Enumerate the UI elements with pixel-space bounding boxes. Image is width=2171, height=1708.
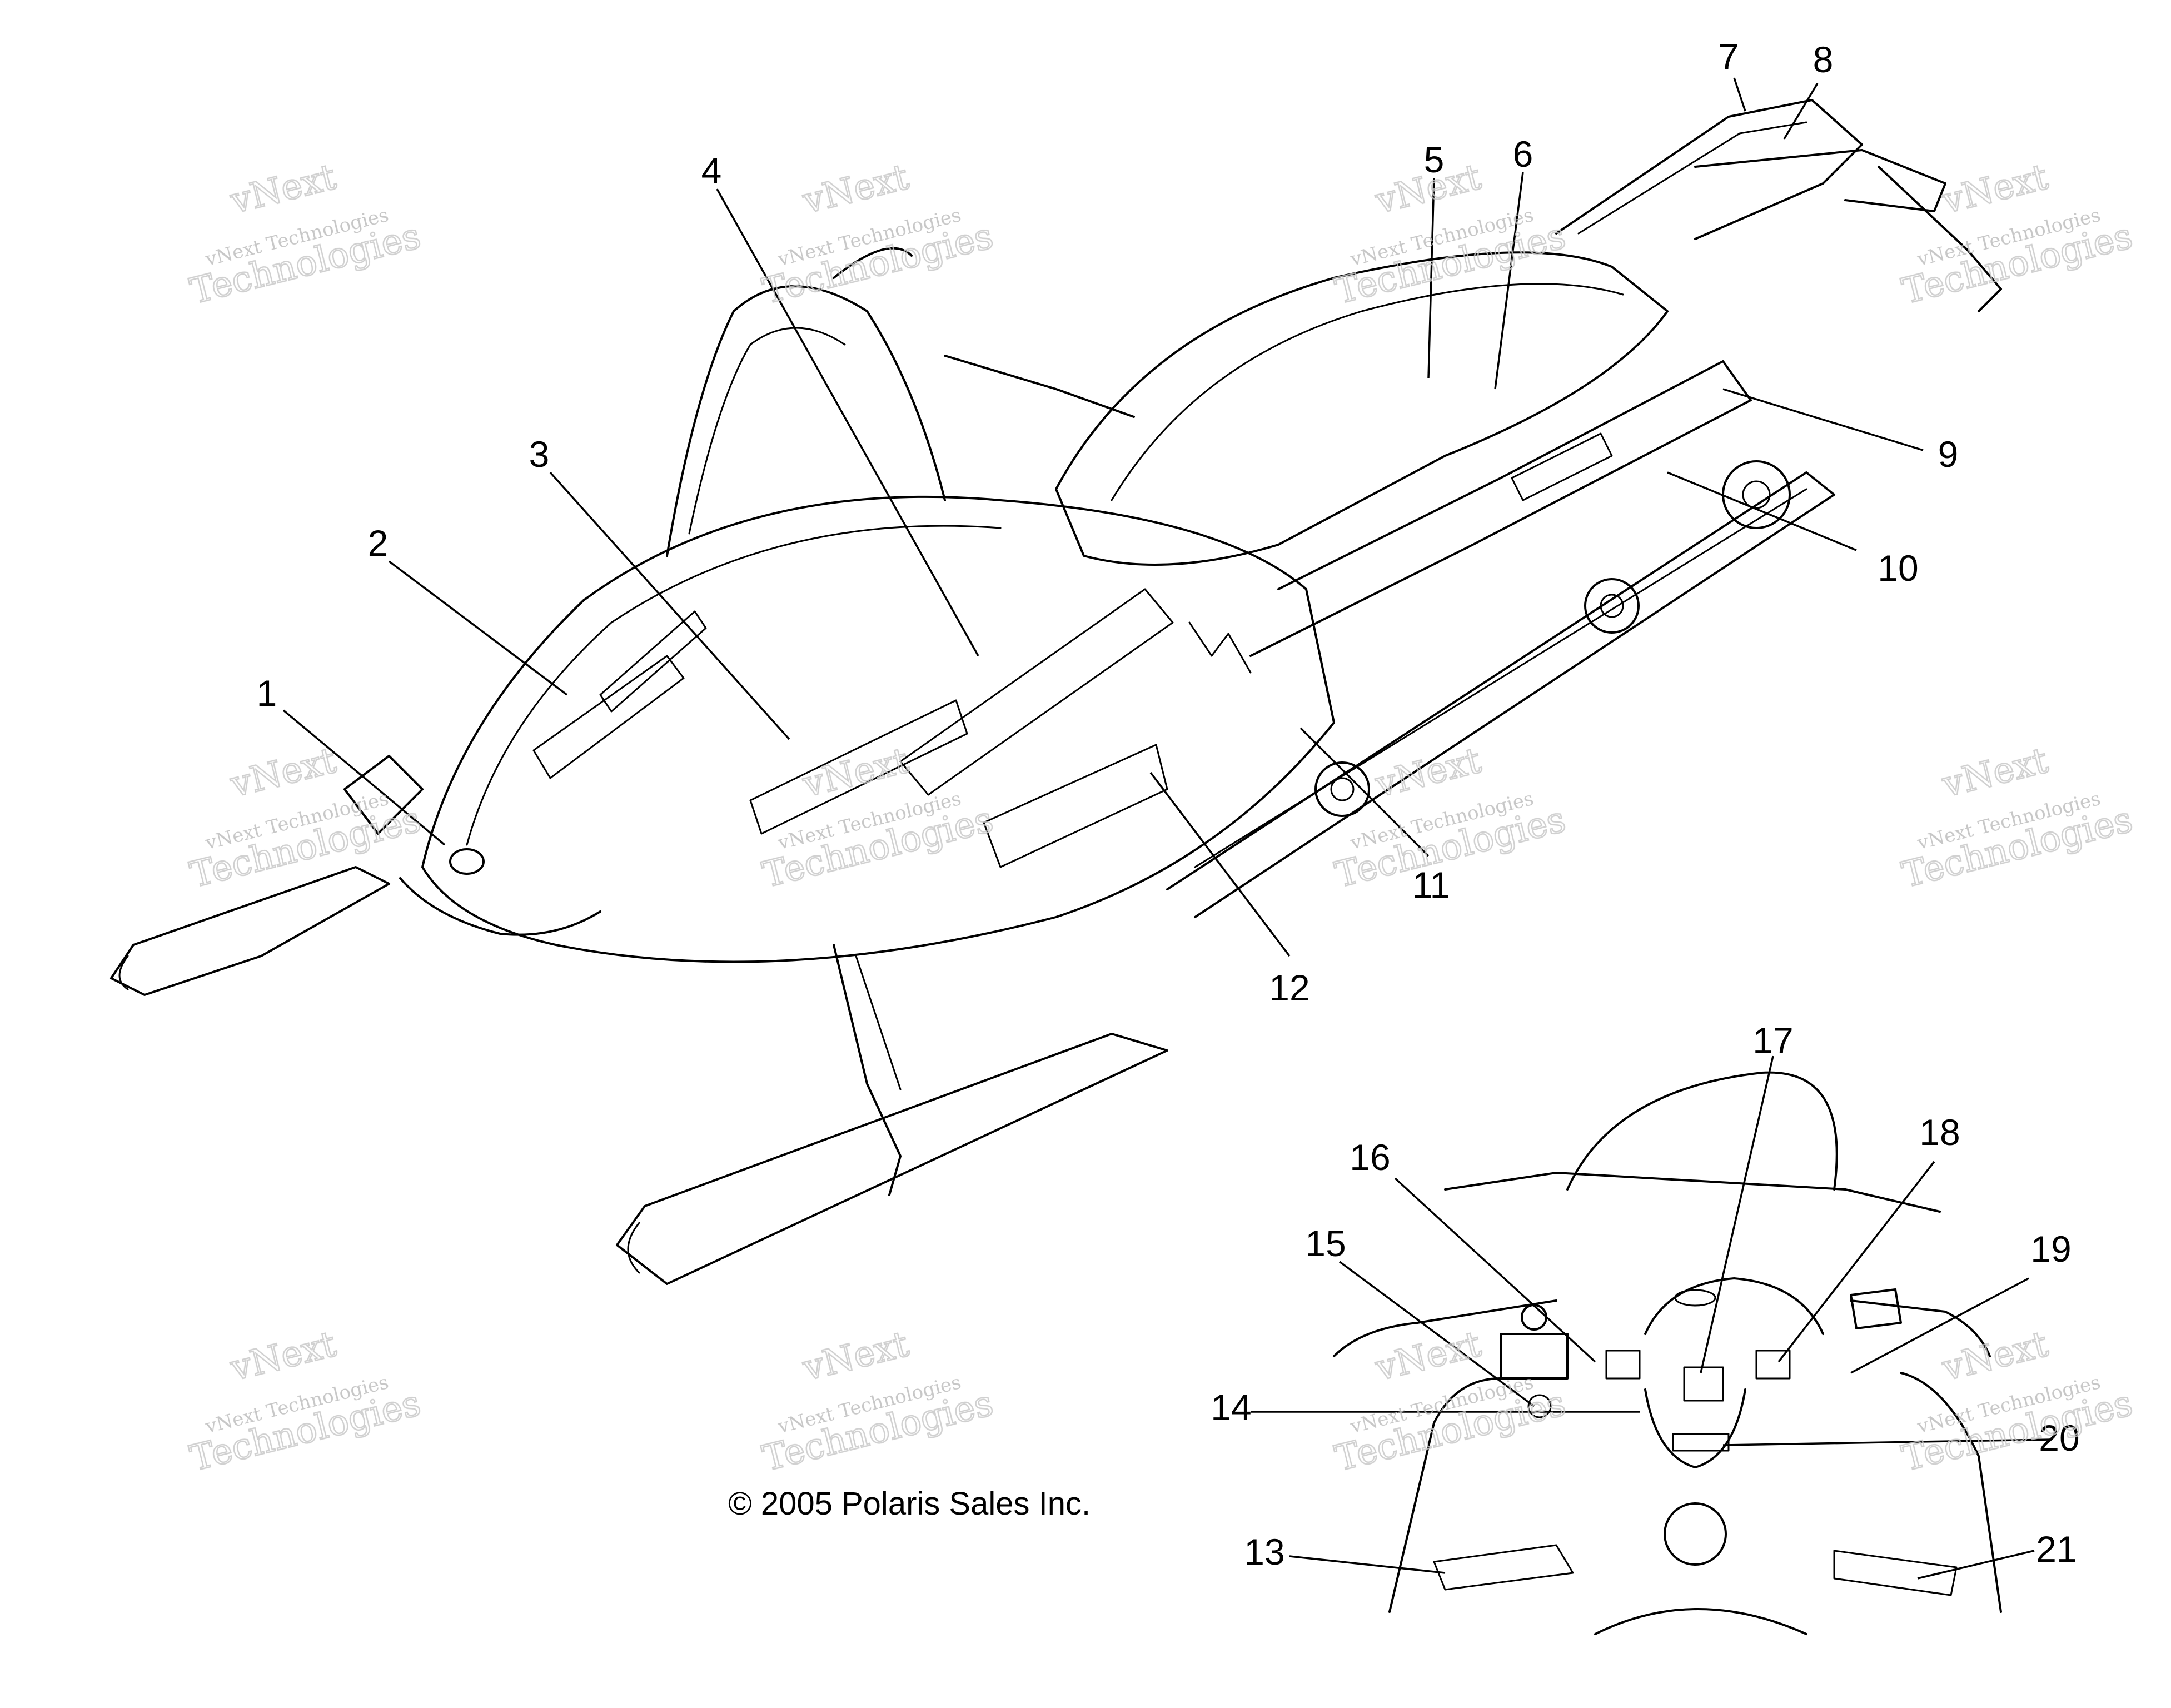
watermark-top: vNext bbox=[1371, 1323, 1485, 1390]
callout-11: 11 bbox=[1412, 864, 1451, 905]
watermark-top: vNext bbox=[1938, 1323, 2052, 1390]
callout-5: 5 bbox=[1424, 139, 1445, 180]
callout-8: 8 bbox=[1813, 39, 1834, 80]
callout-4: 4 bbox=[701, 150, 722, 191]
callout-6: 6 bbox=[1513, 133, 1533, 175]
callout-12: 12 bbox=[1269, 967, 1309, 1008]
watermark-top: vNext bbox=[226, 740, 340, 806]
callout-7: 7 bbox=[1719, 36, 1739, 77]
watermark-top: vNext bbox=[226, 1323, 340, 1390]
watermark-top: vNext bbox=[1371, 740, 1485, 806]
callout-16: 16 bbox=[1350, 1137, 1390, 1178]
watermark-top: vNext bbox=[799, 156, 913, 222]
copyright-text: © 2005 Polaris Sales Inc. bbox=[728, 1486, 1091, 1522]
callout-numbers: 1 2 3 4 5 6 7 8 9 10 11 12 13 14 15 16 1… bbox=[257, 36, 2080, 1572]
watermark-top: vNext bbox=[226, 156, 340, 222]
callout-9: 9 bbox=[1938, 434, 1959, 475]
callout-18: 18 bbox=[1919, 1112, 1960, 1153]
callout-2: 2 bbox=[368, 522, 389, 564]
watermarks: vNext vNext Technologies Technologies vN… bbox=[186, 156, 2137, 1480]
callout-3: 3 bbox=[529, 434, 550, 475]
leader-lines bbox=[282, 77, 2052, 1580]
watermark-top: vNext bbox=[799, 1323, 913, 1390]
callout-14: 14 bbox=[1211, 1387, 1251, 1428]
snowmobile-drawing bbox=[110, 99, 2002, 1285]
callout-20: 20 bbox=[2039, 1417, 2079, 1458]
callout-17: 17 bbox=[1752, 1020, 1793, 1061]
watermark-top: vNext bbox=[1938, 156, 2052, 222]
callout-15: 15 bbox=[1305, 1223, 1346, 1264]
callout-10: 10 bbox=[1878, 547, 1918, 589]
dash-view-drawing bbox=[1333, 1071, 2002, 1635]
callout-19: 19 bbox=[2030, 1228, 2071, 1269]
callout-21: 21 bbox=[2036, 1528, 2077, 1570]
watermark-top: vNext bbox=[1938, 740, 2052, 806]
callout-13: 13 bbox=[1244, 1531, 1284, 1572]
callout-1: 1 bbox=[257, 673, 277, 714]
